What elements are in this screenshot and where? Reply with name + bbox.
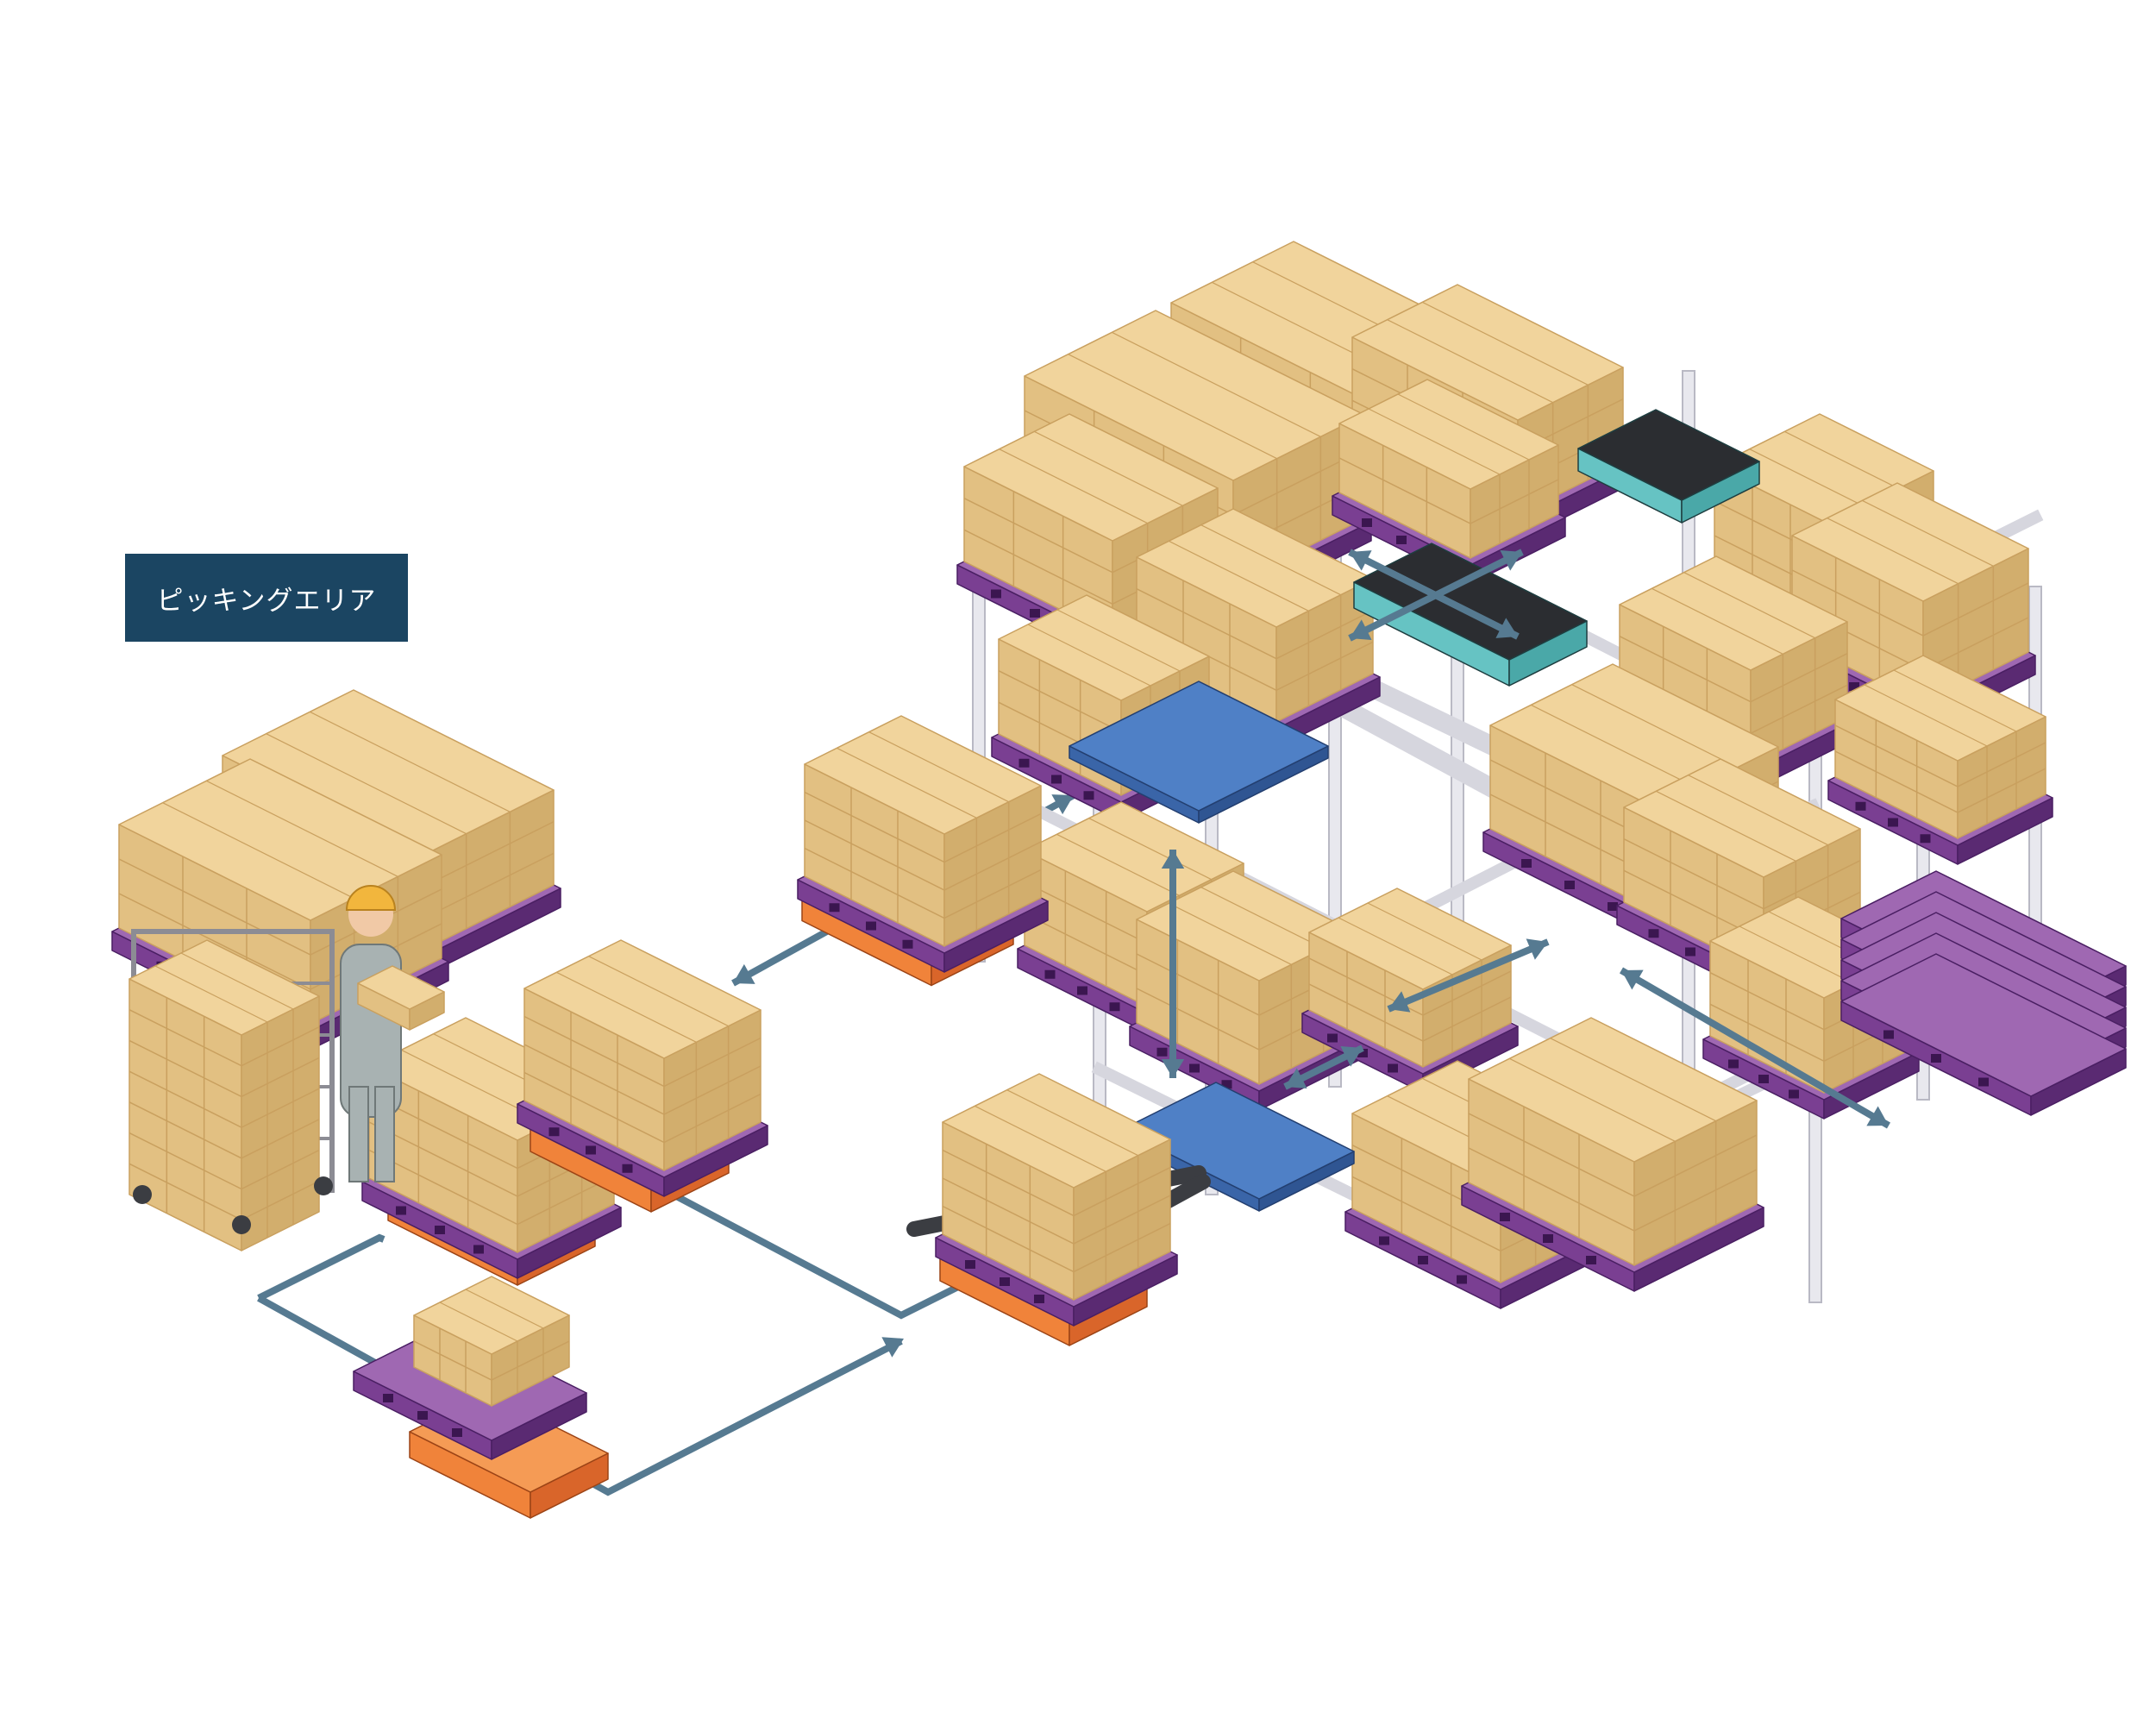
arrow-head xyxy=(1161,1059,1185,1078)
lift-platform xyxy=(1069,681,1329,824)
arrow-head xyxy=(733,963,755,984)
arrow-head xyxy=(1500,550,1522,571)
box-stack xyxy=(1834,655,2046,839)
box-stack xyxy=(1136,508,1374,723)
arrow-head xyxy=(1051,794,1074,815)
shuttle-body xyxy=(1353,543,1588,687)
arrow-head xyxy=(1388,991,1411,1013)
box-stack xyxy=(1338,379,1559,559)
cart-wheel xyxy=(133,1185,152,1204)
arrow-head xyxy=(1285,1068,1307,1088)
rack-cross-arrow xyxy=(1387,938,1550,1013)
shuttle-body xyxy=(1577,409,1760,524)
box-stack xyxy=(942,1073,1171,1301)
arrow-head xyxy=(1350,619,1372,640)
rack-exit-arrow xyxy=(1619,967,1891,1129)
arrow-head xyxy=(1621,969,1644,990)
agv-load-conveyor xyxy=(935,1073,1178,1327)
rack-pallet-bottom-2 xyxy=(1461,1017,1764,1292)
rack-pallet-lower-center xyxy=(1301,888,1519,1094)
arrow-head xyxy=(1161,850,1185,869)
picking-area-label: ピッキングエリア xyxy=(125,554,408,642)
arrow-head xyxy=(1495,618,1518,638)
worker-helmet xyxy=(345,885,397,911)
picking-worker xyxy=(340,885,445,1182)
empty-pallet xyxy=(1840,953,2127,1116)
route-segment-left-up xyxy=(257,1233,385,1302)
roll-cage-cart xyxy=(128,929,335,1251)
box-stack xyxy=(804,715,1042,947)
agv-load-rack-entry xyxy=(797,715,1049,973)
cart-box-stack xyxy=(128,939,320,1251)
empty-pallet-stack xyxy=(1840,870,2127,1116)
cart-wheel xyxy=(232,1215,251,1234)
vertical-lift-upper xyxy=(1069,681,1329,824)
worker-leg-right xyxy=(374,1086,395,1182)
lift-out-arrow xyxy=(1283,1044,1364,1090)
arrow-head xyxy=(1340,1046,1363,1067)
arrow-head xyxy=(1866,1106,1889,1126)
box-stack xyxy=(1308,888,1512,1068)
carried-box xyxy=(357,965,445,1031)
box-stack xyxy=(1791,482,2029,706)
route-arrow-right xyxy=(881,1337,904,1358)
worker-leg-left xyxy=(348,1086,369,1182)
box-stack xyxy=(1468,1017,1758,1266)
rack-shuttle-vehicle-top xyxy=(1577,409,1760,524)
agv-load-picking-b xyxy=(517,939,768,1197)
arrow-head xyxy=(1526,938,1548,960)
box-stack xyxy=(523,939,761,1171)
shuttle-direction-arrow-b xyxy=(1348,549,1524,642)
rack-shuttle-vehicle xyxy=(1353,543,1588,687)
cart-wheel xyxy=(314,1176,333,1195)
lift-vertical-arrow xyxy=(1161,850,1185,1078)
rack-pallet-mid-3 xyxy=(1827,655,2053,865)
arrow-head xyxy=(1350,550,1372,571)
pallets-and-vehicles xyxy=(111,241,2127,1519)
agv-return-boxes xyxy=(413,1276,570,1407)
